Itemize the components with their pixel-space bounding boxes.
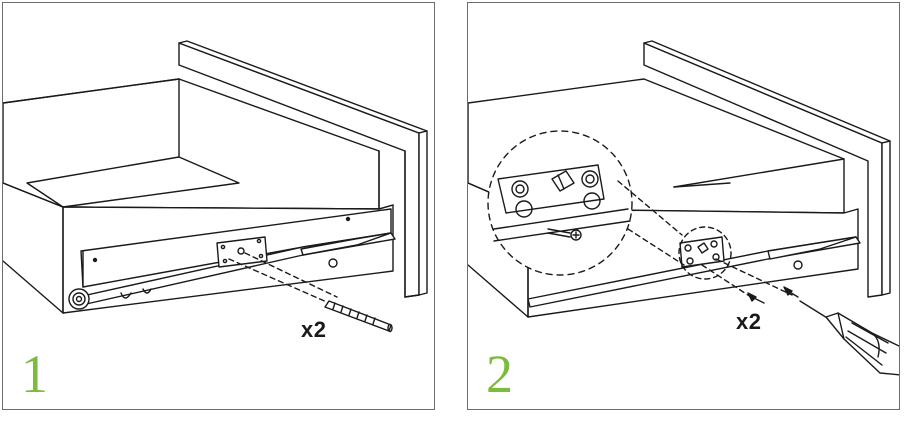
drawer-front-board xyxy=(178,40,428,298)
instruction-step-2-panel: x2 2 xyxy=(467,2,900,410)
detail-callout-small xyxy=(678,226,732,280)
drawer-runner-rail xyxy=(527,236,861,308)
runner-roller xyxy=(68,288,152,310)
step-1-drawing xyxy=(3,40,428,333)
mounting-bracket xyxy=(679,236,725,268)
drawer-front-board xyxy=(643,40,891,298)
step-number: 2 xyxy=(486,344,513,404)
mounting-bracket xyxy=(216,236,268,268)
callout-connector xyxy=(617,180,793,300)
magnified-detail xyxy=(487,130,633,276)
screw-icon xyxy=(783,286,799,298)
wooden-dowel-icon xyxy=(324,300,393,333)
step-2-drawing xyxy=(468,40,899,376)
quantity-label: x2 xyxy=(301,317,327,342)
alignment-guide xyxy=(228,252,338,304)
instruction-step-1-panel: x2 1 xyxy=(2,2,435,410)
quantity-label: x2 xyxy=(736,309,762,334)
step-number: 1 xyxy=(21,344,48,404)
screwdriver-icon xyxy=(799,300,899,376)
screw-icon xyxy=(747,292,765,304)
